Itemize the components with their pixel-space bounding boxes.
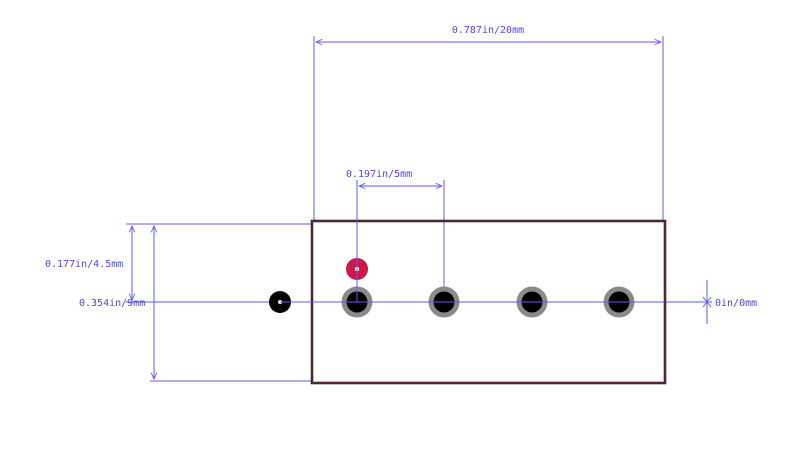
- zero-offset-label: 0in/0mm: [715, 298, 757, 309]
- pitch-label: 0.197in/5mm: [346, 169, 412, 180]
- dimension-pitch: 0.197in/5mm: [346, 169, 445, 302]
- row-offset-label: 0.177in/4.5mm: [45, 259, 123, 270]
- dimension-overall-width: 0.787in/20mm: [313, 25, 664, 222]
- dimension-row-offset: 0.177in/4.5mm: [45, 223, 312, 300]
- zero-offset-arrow-bottom: [702, 301, 712, 308]
- overall-width-label: 0.787in/20mm: [452, 25, 524, 36]
- overall-height-label: 0.354in/9mm: [79, 298, 145, 309]
- dimension-zero-offset: 0in/0mm: [702, 280, 757, 324]
